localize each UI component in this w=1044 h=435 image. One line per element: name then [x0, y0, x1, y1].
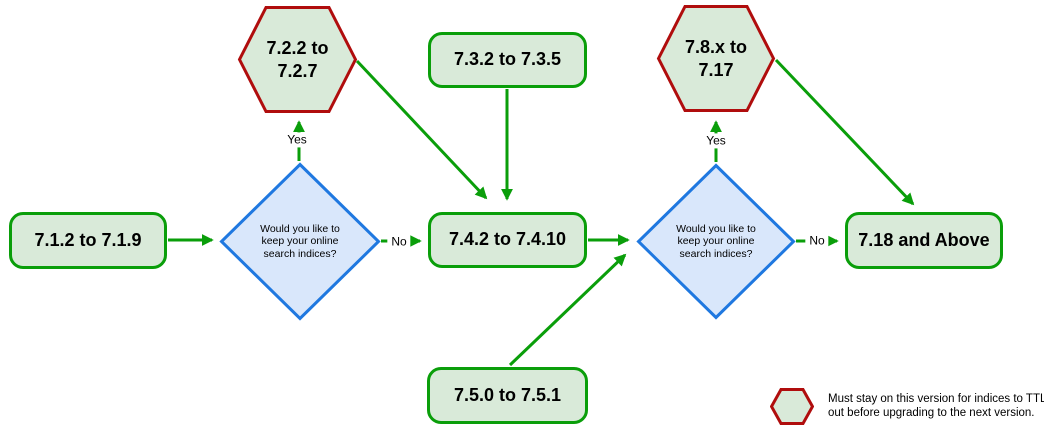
- node-version-7-1: 7.1.2 to 7.1.9: [9, 212, 167, 269]
- edge-label-yes-2: Yes: [702, 133, 730, 149]
- node-version-7-8-hexagon: 7.8.x to 7.17: [656, 5, 776, 112]
- node-version-7-3: 7.3.2 to 7.3.5: [428, 32, 587, 88]
- node-label: 7.3.2 to 7.3.5: [453, 49, 562, 70]
- node-label: 7.5.0 to 7.5.1: [453, 384, 562, 405]
- diamond-shape: [219, 162, 381, 321]
- hexagon-shape: [237, 6, 358, 113]
- node-decision-2: Would you like to keep your online searc…: [636, 163, 796, 320]
- node-label: 7.1.2 to 7.1.9: [34, 229, 142, 250]
- node-label: 7.18 and Above: [858, 229, 990, 250]
- edge-v78x-v718: [774, 58, 915, 206]
- node-version-7-2-hexagon: 7.2.2 to 7.2.7: [237, 6, 358, 113]
- legend-hexagon-icon: [770, 388, 814, 425]
- edge-v750-decision2: [508, 253, 627, 367]
- edge-label-no-2: No: [805, 233, 829, 249]
- node-decision-1: Would you like to keep your online searc…: [219, 162, 381, 321]
- node-version-7-4: 7.4.2 to 7.4.10: [428, 212, 587, 268]
- node-label: 7.2.2 to 7.2.7: [266, 38, 329, 81]
- decision-question: Would you like to keep your online searc…: [676, 222, 756, 260]
- node-label: 7.8.x to 7.17: [684, 37, 748, 80]
- node-label: 7.4.2 to 7.4.10: [448, 229, 567, 250]
- node-version-7-5: 7.5.0 to 7.5.1: [427, 367, 588, 424]
- node-version-7-18: 7.18 and Above: [845, 212, 1003, 269]
- diamond-shape: [636, 163, 796, 320]
- edge-label-yes-1: Yes: [283, 132, 311, 148]
- legend-text: Must stay on this version for indices to…: [828, 392, 1044, 419]
- edge-label-no-1: No: [387, 234, 411, 250]
- edge-v722-v742: [355, 59, 488, 200]
- hexagon-shape: [656, 5, 776, 112]
- legend: Must stay on this version for indices to…: [770, 388, 1044, 425]
- decision-question: Would you like to keep your online searc…: [260, 222, 340, 260]
